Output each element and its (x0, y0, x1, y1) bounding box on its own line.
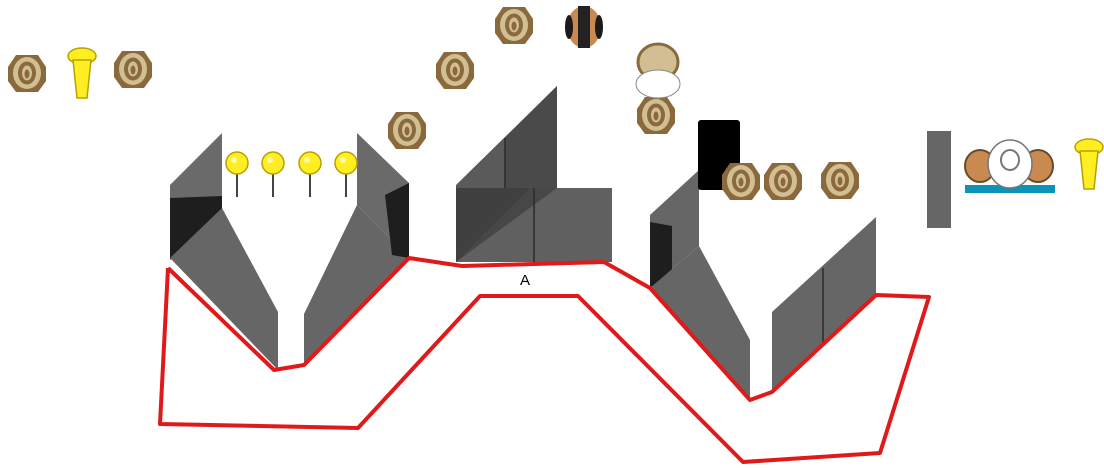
route-path (158, 256, 931, 464)
yellow-lamp-icon[interactable] (1074, 138, 1104, 190)
stone-pillar-icon (927, 131, 951, 228)
octagon-ring-icon[interactable] (764, 163, 802, 200)
character-group-icon[interactable] (635, 42, 681, 99)
octagon-ring-icon[interactable] (8, 55, 46, 92)
octagon-ring-icon[interactable] (722, 163, 760, 200)
octagon-ring-icon[interactable] (114, 51, 152, 88)
wall-middle-block (456, 86, 612, 262)
octagon-ring-icon[interactable] (821, 162, 859, 199)
octagon-ring-icon[interactable] (436, 52, 474, 89)
character-icon[interactable] (565, 6, 603, 48)
octagon-ring-icon[interactable] (495, 7, 533, 44)
wall-left-v (170, 133, 409, 370)
point-a-label: A (520, 272, 530, 289)
bulb-on-pole-icon[interactable] (298, 151, 322, 198)
character-icon[interactable] (964, 139, 1055, 193)
bulb-on-pole-icon[interactable] (225, 151, 249, 198)
octagon-ring-icon[interactable] (637, 97, 675, 134)
bulb-on-pole-icon[interactable] (334, 151, 358, 198)
octagon-ring-icon[interactable] (388, 112, 426, 149)
yellow-lamp-icon[interactable] (67, 47, 97, 99)
bulb-on-pole-icon[interactable] (261, 151, 285, 198)
